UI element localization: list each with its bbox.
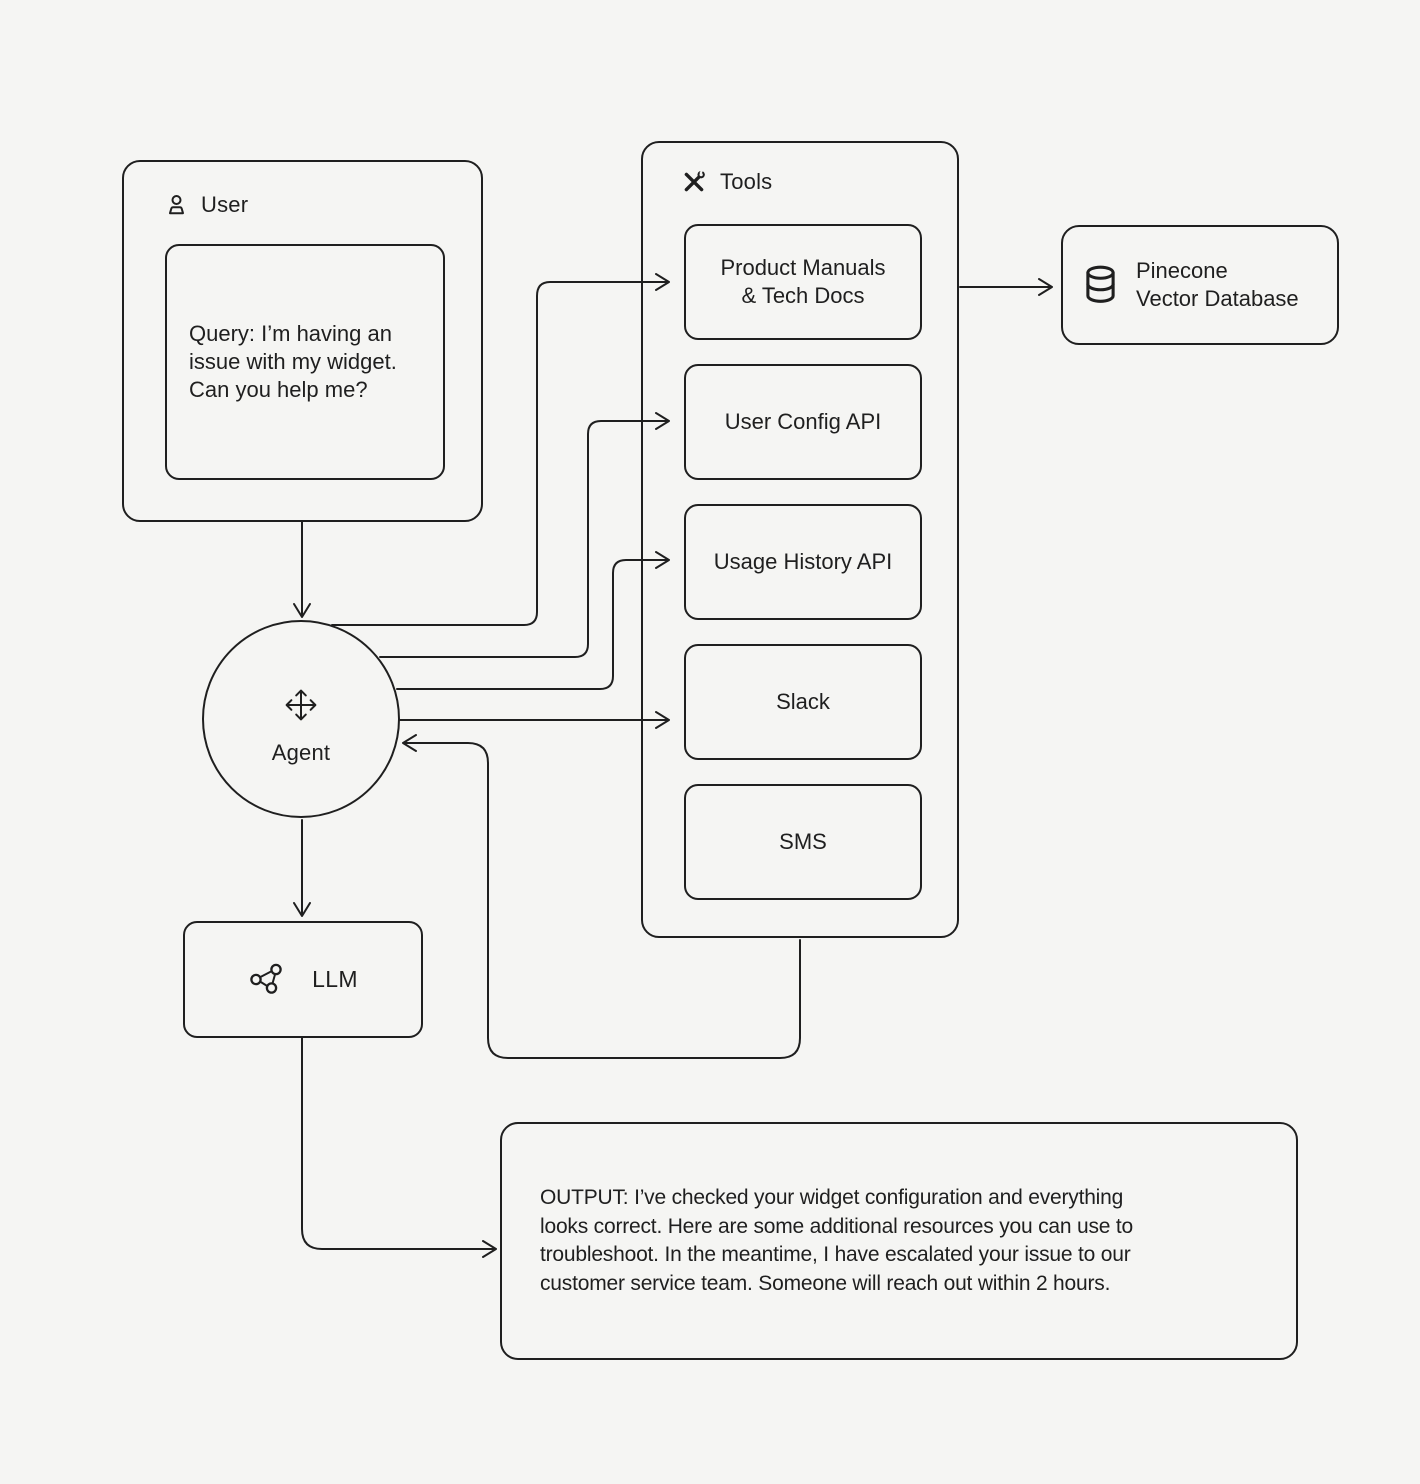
tools-box: Tools Product Manuals & Tech Docs User C… (641, 141, 959, 938)
pinecone-box: Pinecone Vector Database (1061, 225, 1339, 345)
user-query-box: Query: I’m having an issue with my widge… (165, 244, 445, 480)
tool-product-manuals: Product Manuals & Tech Docs (684, 224, 922, 340)
tool-usage-history-api-label: Usage History API (713, 549, 893, 574)
tool-user-config-api-label: User Config API (724, 409, 882, 434)
tool-product-manuals-label: Product Manuals & Tech Docs (720, 255, 886, 308)
network-nodes-icon (248, 960, 288, 1000)
arrow-llm-to-output (301, 1037, 497, 1258)
tool-usage-history-api: Usage History API (684, 504, 922, 620)
user-box: User Query: I’m having an issue with my … (122, 160, 483, 522)
llm-label: LLM (312, 966, 358, 992)
output-text: OUTPUT: I’ve checked your widget configu… (540, 1186, 1134, 1295)
user-query-text: Query: I’m having an issue with my widge… (189, 321, 397, 402)
agent-node: Agent (202, 620, 400, 818)
wrench-screwdriver-icon (681, 169, 707, 195)
agent-label: Agent (271, 740, 331, 765)
move-arrows-icon (280, 684, 322, 726)
arrow-tools-to-pinecone (959, 278, 1053, 296)
user-box-title: User (201, 192, 249, 217)
tool-user-config-api: User Config API (684, 364, 922, 480)
arrow-user-to-agent (293, 521, 311, 618)
tool-sms-label: SMS (779, 829, 827, 854)
arrow-agent-to-user-config-api (379, 412, 670, 658)
database-icon (1082, 265, 1119, 305)
tools-box-title: Tools (720, 169, 773, 194)
arrow-agent-to-slack (399, 711, 670, 729)
arrow-agent-to-usage-history-api (396, 551, 670, 690)
tools-box-header: Tools (681, 169, 772, 195)
llm-box: LLM (183, 921, 423, 1038)
arrow-tools-to-agent (402, 734, 801, 1059)
tool-slack: Slack (684, 644, 922, 760)
person-icon (165, 194, 188, 217)
arrow-agent-to-product-manuals (331, 273, 670, 626)
tool-slack-label: Slack (776, 689, 830, 714)
output-box: OUTPUT: I’ve checked your widget configu… (500, 1122, 1298, 1360)
user-box-header: User (165, 192, 248, 218)
arrow-agent-to-llm (293, 819, 311, 917)
pinecone-label: Pinecone Vector Database (1136, 258, 1299, 311)
tool-sms: SMS (684, 784, 922, 900)
